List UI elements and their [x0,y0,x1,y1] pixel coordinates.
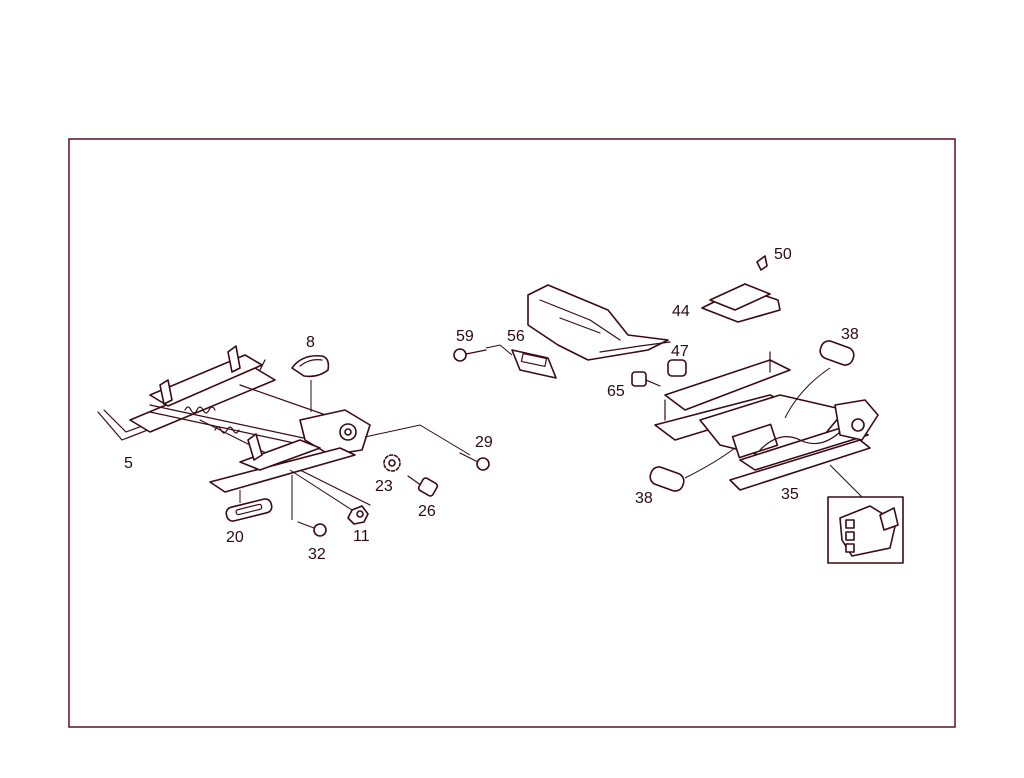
callout-35[interactable]: 35 [781,486,799,503]
part-38-motor-upper [784,340,855,419]
callout-44[interactable]: 44 [672,303,690,320]
callout-23[interactable]: 23 [375,478,393,495]
part-44-cover [701,283,781,323]
callout-47[interactable]: 47 [671,343,689,360]
left-seat-frame-assembly [97,345,371,506]
callout-20[interactable]: 20 [226,529,244,546]
callout-5[interactable]: 5 [124,455,133,472]
part-50-clip [756,255,768,271]
part-8-cover [291,354,330,412]
part-47-bushing [667,359,687,377]
callout-38-upper[interactable]: 38 [841,326,859,343]
spring [184,406,216,414]
power-seat-frame-assembly [654,351,879,491]
callout-56[interactable]: 56 [507,328,525,345]
part-35-switch-inset [827,464,904,564]
callout-59[interactable]: 59 [456,328,474,345]
callout-26[interactable]: 26 [418,503,436,520]
part-38-motor-lower [649,447,736,492]
seat-pan [527,284,671,361]
lower-slide [209,447,356,493]
part-20-pad [225,490,273,522]
part-32-bolt [291,475,327,537]
part-23-washer [383,454,401,472]
diagram-frame [68,138,956,728]
callout-65[interactable]: 65 [607,383,625,400]
part-65-pin [631,371,661,387]
spring [214,426,240,434]
part-59-screw [453,344,513,362]
callout-32[interactable]: 32 [308,546,326,563]
part-56-bracket [511,349,557,379]
callout-29[interactable]: 29 [475,434,493,451]
lower-slide-right [729,439,871,491]
part-11-knob [347,505,369,525]
mount-bracket [299,409,371,456]
part-29-bolt [364,424,490,471]
callout-50[interactable]: 50 [774,246,792,263]
callout-38-lower[interactable]: 38 [635,490,653,507]
callout-11[interactable]: 11 [353,528,370,545]
drive-motor [731,423,779,459]
part-26-screw [407,475,439,497]
callout-8[interactable]: 8 [306,334,315,351]
